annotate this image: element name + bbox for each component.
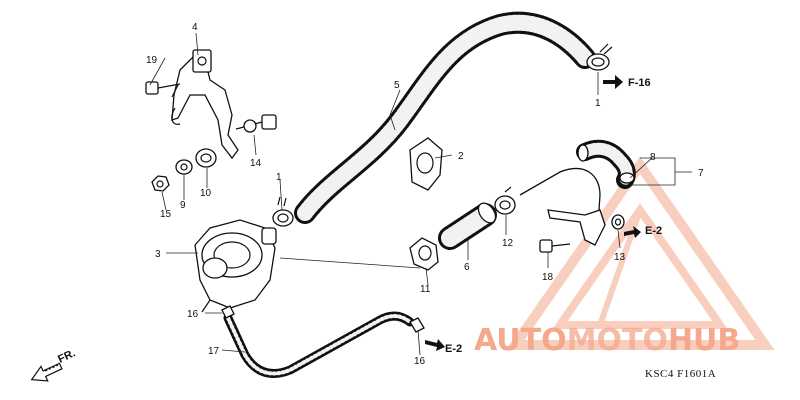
bolt-18 <box>539 239 571 253</box>
nut-15 <box>151 175 170 192</box>
ref-f16: F-16 <box>628 77 651 89</box>
diagram-code: KSC4 F1601A <box>645 368 716 380</box>
watermark-auto: AUTO <box>474 323 567 358</box>
arrow-e2a <box>624 226 641 238</box>
mounting-bracket <box>171 49 239 160</box>
arrow-f16 <box>603 75 623 89</box>
callout-4: 4 <box>192 22 198 33</box>
hose-clip-12 <box>494 186 516 215</box>
callout-17: 17 <box>208 346 220 357</box>
vacuum-tube-17 <box>223 311 415 378</box>
callout-14: 14 <box>250 158 262 169</box>
tube-clip-16a <box>221 305 235 319</box>
callout-12: 12 <box>502 238 514 249</box>
ref-e2-right: E-2 <box>645 225 662 237</box>
leader-lines <box>149 32 692 356</box>
svg-text:AUTOMOTOHUB: AUTOMOTOHUB <box>474 323 740 358</box>
callout-2: 2 <box>458 151 464 162</box>
air-pipe-assembly <box>519 139 636 246</box>
grommet-10 <box>195 148 217 168</box>
callout-13: 13 <box>614 252 626 263</box>
callout-19: 19 <box>146 55 158 66</box>
callout-8: 8 <box>650 152 656 163</box>
air-injection-control-valve <box>194 219 277 317</box>
callout-15: 15 <box>160 209 172 220</box>
callout-16-left: 16 <box>187 309 199 320</box>
callout-3: 3 <box>155 249 161 260</box>
callout-5: 5 <box>394 80 400 91</box>
callout-6: 6 <box>464 262 470 273</box>
watermark-moto: MOTO <box>567 323 668 358</box>
main-air-hose <box>294 11 596 224</box>
callout-1-top: 1 <box>595 98 601 109</box>
front-direction-arrow <box>30 362 63 382</box>
washer-9 <box>175 159 193 175</box>
watermark-hub: HUB <box>668 323 740 358</box>
callout-16-right: 16 <box>414 356 426 367</box>
callout-7: 7 <box>698 168 704 179</box>
callout-10: 10 <box>200 188 212 199</box>
flange-bolt-14 <box>235 114 277 133</box>
arrow-e2b <box>425 339 445 351</box>
ref-e2-bottom: E-2 <box>445 343 462 355</box>
short-hose-6 <box>438 202 497 250</box>
gasket-13 <box>611 214 625 230</box>
front-label: FR. <box>56 347 77 365</box>
callout-11: 11 <box>420 284 431 295</box>
clamp-2 <box>409 137 443 191</box>
callout-18: 18 <box>542 272 554 283</box>
clamp-11 <box>409 237 439 271</box>
watermark-text: AUTOMOTOHUB <box>474 323 740 358</box>
tube-clip-16b <box>409 317 425 333</box>
callout-1-valve: 1 <box>276 172 282 183</box>
watermark-triangle-logo <box>505 156 775 350</box>
callout-9: 9 <box>180 200 186 211</box>
hose-clip-top <box>586 43 613 71</box>
hose-clip-valve <box>272 196 294 227</box>
